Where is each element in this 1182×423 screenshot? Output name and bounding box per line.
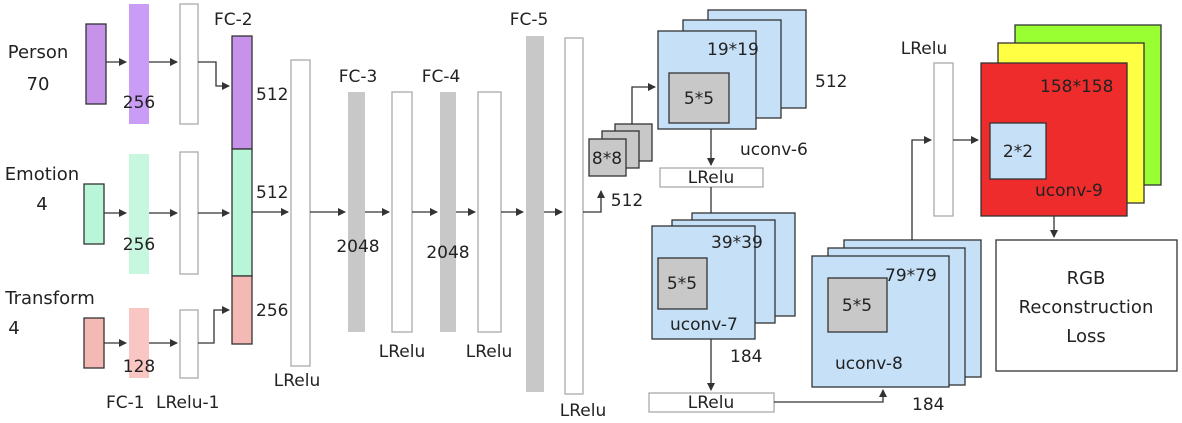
fc4-units: 2048 <box>426 243 469 263</box>
fc4-label: FC-4 <box>422 67 461 87</box>
uconv6-label: uconv-6 <box>740 140 808 160</box>
arrow-lrelu1-fc2-transform <box>198 306 230 344</box>
arrow-lrelu-uconv8 <box>774 389 887 403</box>
lrelu1-transform-layer <box>179 309 199 379</box>
fc1-emotion-units: 256 <box>123 235 155 255</box>
person-input-block <box>85 23 107 105</box>
uconv8-label: uconv-8 <box>835 354 903 374</box>
fc1-label: FC-1 <box>106 393 145 413</box>
reshape-size: 8*8 <box>592 149 622 169</box>
lrelu1-emotion-layer <box>179 151 199 275</box>
arrow-lrelu1-fc2-person <box>198 61 230 90</box>
uconv7-kernel <box>657 257 708 310</box>
lrelu-after-uconv8-label: LRelu <box>901 39 947 59</box>
lrelu-after-uconv8-layer <box>933 62 954 217</box>
fc2-person-units: 512 <box>256 85 288 105</box>
loss-line-2: Reconstruction <box>1019 297 1154 318</box>
reshape-channels: 512 <box>611 191 643 211</box>
uconv7-label: uconv-7 <box>670 315 738 335</box>
fc2-person-segment <box>231 35 253 150</box>
lrelu-after-fc3-label: LRelu <box>379 342 425 362</box>
uconv9-label: uconv-9 <box>1035 181 1103 201</box>
loss-box <box>995 239 1178 372</box>
lrelu-after-fc2-label: LRelu <box>274 371 320 391</box>
uconv6-kernel <box>668 72 730 124</box>
fc2-emotion-units: 512 <box>256 183 288 203</box>
uconv8-kernel <box>827 277 888 333</box>
fc1-transform-layer <box>129 308 149 378</box>
lrelu-after-fc2-layer <box>290 59 311 367</box>
lrelu1-label: LRelu-1 <box>156 393 219 413</box>
uconv7-size: 39*39 <box>711 233 763 253</box>
transform-input-block <box>83 317 105 369</box>
loss-line-1: RGB <box>1067 268 1106 289</box>
fc4-layer <box>440 92 456 332</box>
lrelu-after-uconv7-label: LRelu <box>688 393 734 413</box>
fc1-transform-units: 128 <box>123 357 155 377</box>
transform-input-label: Transform <box>4 288 95 309</box>
uconv8-size: 79*79 <box>885 266 937 286</box>
uconv8-channels: 184 <box>912 395 944 415</box>
fc3-units: 2048 <box>336 237 379 257</box>
fc2-emotion-segment <box>231 148 253 277</box>
uconv8-kernel-size: 5*5 <box>842 296 872 316</box>
fc5-label: FC-5 <box>510 10 549 30</box>
uconv9-size: 158*158 <box>1040 77 1113 97</box>
fc1-emotion-layer <box>129 154 149 274</box>
uconv6-size: 19*19 <box>707 40 759 60</box>
uconv6-kernel-size: 5*5 <box>684 89 714 109</box>
lrelu-after-fc5-label: LRelu <box>560 401 606 421</box>
person-input-label: Person <box>8 42 69 63</box>
fc2-transform-segment <box>231 275 253 345</box>
fc2-transform-units: 256 <box>256 301 288 321</box>
uconv7-kernel-size: 5*5 <box>667 274 697 294</box>
arrow-uconv8-lrelu <box>911 136 932 240</box>
uconv6-channels: 512 <box>815 72 847 92</box>
arrow-reshape-uconv6 <box>631 83 656 124</box>
uconv9-kernel-size: 2*2 <box>1003 142 1033 162</box>
fc3-layer <box>348 92 365 332</box>
reshape-map-front <box>588 138 627 177</box>
fc1-person-layer <box>129 4 149 124</box>
uconv7-channels: 184 <box>730 347 762 367</box>
uconv9-kernel <box>989 122 1047 180</box>
arrow-lrelu-reshape <box>583 190 605 213</box>
transform-input-dim: 4 <box>8 318 19 339</box>
emotion-input-label: Emotion <box>5 164 79 185</box>
lrelu-after-fc4-layer <box>477 91 502 333</box>
fc5-layer <box>526 36 544 392</box>
fc2-label: FC-2 <box>214 10 253 30</box>
fc3-label: FC-3 <box>339 67 378 87</box>
lrelu1-person-layer <box>179 3 199 125</box>
lrelu-after-fc5-layer <box>564 37 584 395</box>
lrelu-after-uconv6-label: LRelu <box>688 168 734 188</box>
emotion-input-block <box>83 183 105 245</box>
person-input-dim: 70 <box>27 74 50 95</box>
emotion-input-dim: 4 <box>36 194 47 215</box>
fc1-person-units: 256 <box>123 93 155 113</box>
loss-line-3: Loss <box>1066 326 1105 347</box>
lrelu-after-fc4-label: LRelu <box>466 342 512 362</box>
lrelu-after-fc3-layer <box>391 91 413 333</box>
